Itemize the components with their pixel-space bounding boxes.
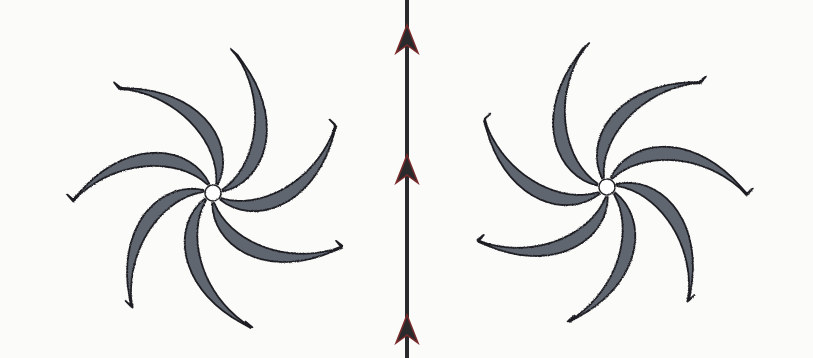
pinwheel-blade [477,197,607,256]
pinwheel-blade [220,120,336,212]
center-arrow-line [396,0,418,358]
pinwheel-hub [599,179,615,195]
pinwheel-blade [212,203,342,262]
pinwheel-blade [553,43,597,185]
pinwheel-blade [484,114,600,206]
right-pinwheel-drawing [477,43,752,322]
left-pinwheel-drawing [67,49,342,328]
pinwheel-blade [222,49,266,191]
pinwheel-hub [205,185,221,201]
